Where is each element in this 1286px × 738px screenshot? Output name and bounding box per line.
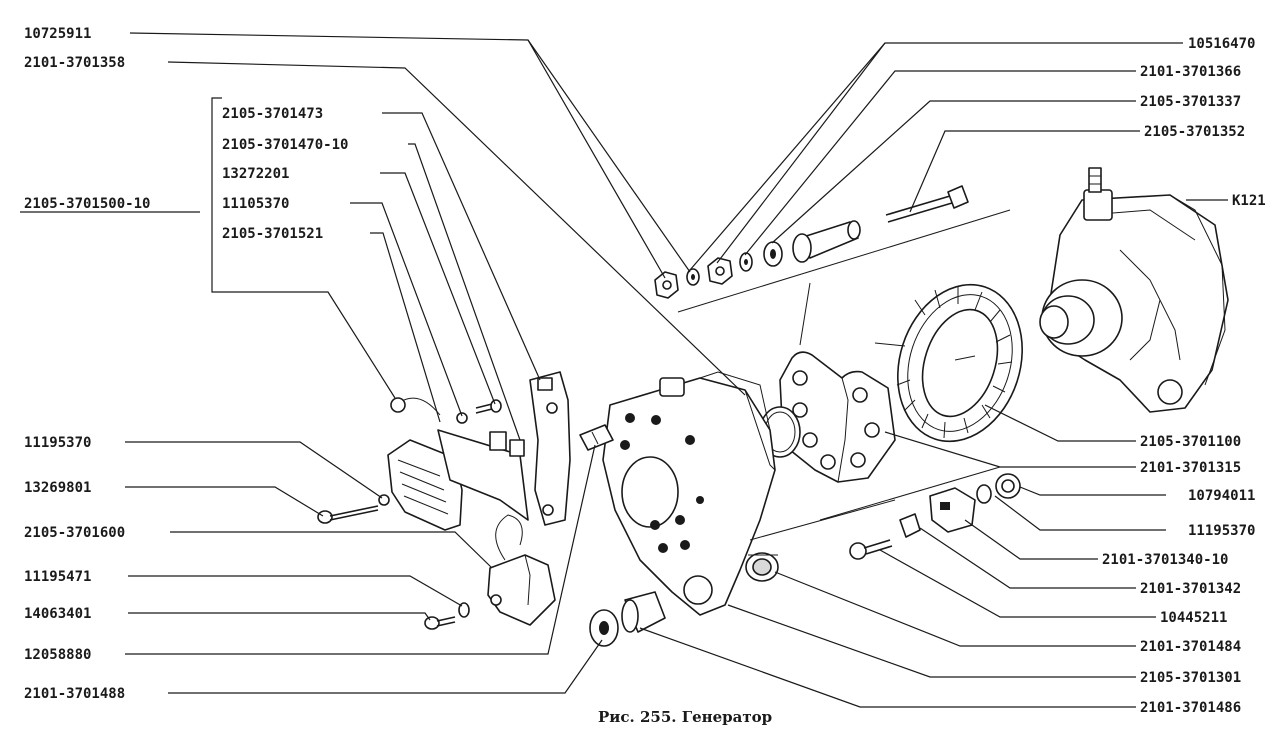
- label-2101-3701486: 2101-3701486: [1140, 700, 1241, 716]
- label-2105-3701521: 2105-3701521: [222, 226, 323, 242]
- regulator-screws: [317, 399, 502, 630]
- label-2101-3701366: 2101-3701366: [1140, 64, 1241, 80]
- label-10516470: 10516470: [1188, 36, 1255, 52]
- label-14063401: 14063401: [24, 606, 91, 622]
- figure-caption: Рис. 255. Генератор: [598, 708, 772, 726]
- label-10725911: 10725911: [24, 26, 91, 42]
- label-k121: K121: [1232, 193, 1266, 209]
- label-2101-3701315: 2101-3701315: [1140, 460, 1241, 476]
- capacitor: [487, 514, 556, 626]
- rear-cover-k121: [1039, 167, 1229, 413]
- label-11195370-right: 11195370: [1188, 523, 1255, 539]
- label-2105-3701301: 2105-3701301: [1140, 670, 1241, 686]
- label-11195370-left: 11195370: [24, 435, 91, 451]
- label-11105370: 11105370: [222, 196, 289, 212]
- label-2101-3701484: 2101-3701484: [1140, 639, 1241, 655]
- label-2101-3701358: 2101-3701358: [24, 55, 125, 71]
- label-13269801: 13269801: [24, 480, 91, 496]
- bushings: [589, 552, 779, 647]
- projection-lines: [677, 209, 1011, 541]
- label-2105-3701100: 2105-3701100: [1140, 434, 1241, 450]
- voltage-regulator: [387, 371, 571, 531]
- top-fasteners: [654, 185, 969, 299]
- label-2105-3701500-10: 2105-3701500-10: [24, 196, 150, 212]
- front-cover-housing: [602, 371, 776, 616]
- left-labels: 10725911 2101-3701358 2105-3701473 2105-…: [24, 26, 348, 702]
- label-2101-3701340-10: 2101-3701340-10: [1102, 552, 1228, 568]
- leader-lines: [125, 32, 1228, 708]
- label-2105-3701600: 2105-3701600: [24, 525, 125, 541]
- label-2101-3701488: 2101-3701488: [24, 686, 125, 702]
- label-11195471: 11195471: [24, 569, 91, 585]
- label-2101-3701342: 2101-3701342: [1140, 581, 1241, 597]
- label-10445211: 10445211: [1160, 610, 1227, 626]
- rectifier-plate: [779, 351, 896, 483]
- label-2105-3701473: 2105-3701473: [222, 106, 323, 122]
- stator-winding: [874, 283, 1023, 443]
- label-2105-3701352: 2105-3701352: [1144, 124, 1245, 140]
- label-10794011: 10794011: [1188, 488, 1255, 504]
- right-labels: 10516470 2101-3701366 2105-3701337 2105-…: [1102, 36, 1266, 716]
- terminal-parts-right: [849, 473, 1021, 560]
- label-2105-3701337: 2105-3701337: [1140, 94, 1241, 110]
- regulator-group-bracket: [20, 97, 396, 399]
- label-13272201: 13272201: [222, 166, 289, 182]
- label-12058880: 12058880: [24, 647, 91, 663]
- label-2105-3701470-10: 2105-3701470-10: [222, 137, 348, 153]
- terminal-plug: [579, 424, 614, 451]
